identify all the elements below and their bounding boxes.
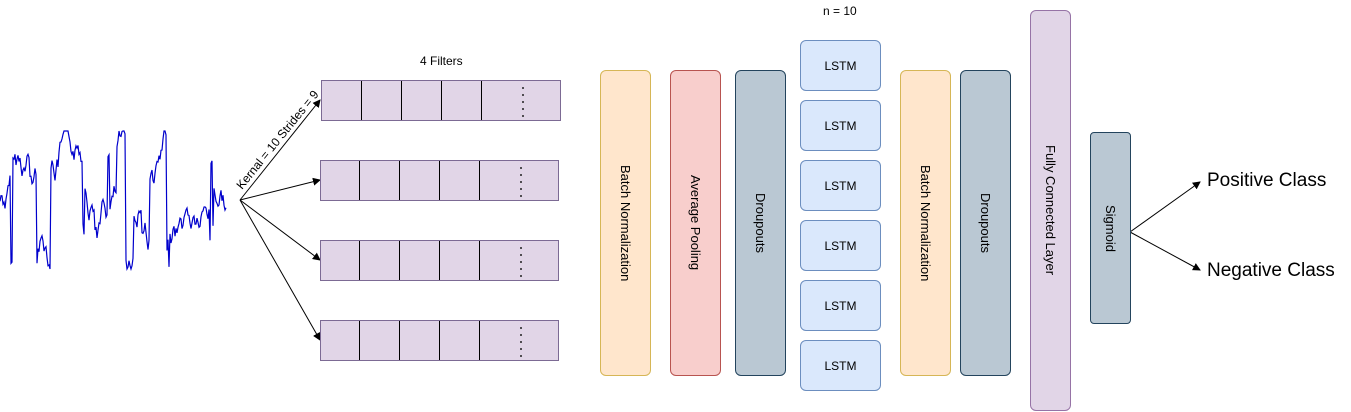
input-signal [0,130,227,272]
filter-row-3 [320,240,559,281]
batch-normalization-label-2: Batch Normalization [918,164,933,282]
lstm-count-label: n = 10 [823,4,857,18]
lstm-cell-6: LSTM [800,340,881,391]
kernel-label: Kernal = 10 Strides = 9 [233,87,321,191]
lstm-cell-1: LSTM [800,40,881,91]
arrow-to-filter-3 [239,199,321,261]
filter-row-1 [321,80,561,121]
arrow-to-filter-1 [239,99,321,201]
batch-normalization-block-2: Batch Normalization [900,70,951,376]
lstm-cell-2: LSTM [800,100,881,151]
filters-label: 4 Filters [420,54,463,68]
negative-class-label: Negative Class [1207,260,1335,281]
batch-normalization-label-1: Batch Normalization [618,164,633,282]
ellipsis-icon [522,87,524,122]
ellipsis-icon [520,327,522,362]
ellipsis-icon [520,167,522,202]
arrow-to-negative [1129,231,1201,271]
dropout-label-2: Droupouts [978,193,993,253]
lstm-cell-3: LSTM [800,160,881,211]
average-pooling-label: Average Pooling [688,175,703,271]
lstm-cell-4: LSTM [800,220,881,271]
positive-class-label: Positive Class [1207,170,1327,191]
dropout-block-2: Droupouts [960,70,1011,376]
arrow-to-filter-2 [239,177,321,201]
filter-row-2 [320,160,559,201]
sigmoid-block: Sigmoid [1090,132,1131,324]
arrow-to-filter-4 [239,199,321,341]
dropout-block-1: Droupouts [735,70,786,376]
average-pooling-block: Average Pooling [670,70,721,376]
fully-connected-block: Fully Connected Layer [1030,10,1071,411]
sigmoid-label: Sigmoid [1103,204,1118,252]
lstm-cell-5: LSTM [800,280,881,331]
arrow-to-positive [1129,181,1201,233]
signal-waveform [0,130,227,272]
batch-normalization-block-1: Batch Normalization [600,70,651,376]
fully-connected-label: Fully Connected Layer [1043,145,1058,276]
filter-row-4 [320,320,559,361]
ellipsis-icon [520,247,522,282]
dropout-label-1: Droupouts [753,193,768,253]
